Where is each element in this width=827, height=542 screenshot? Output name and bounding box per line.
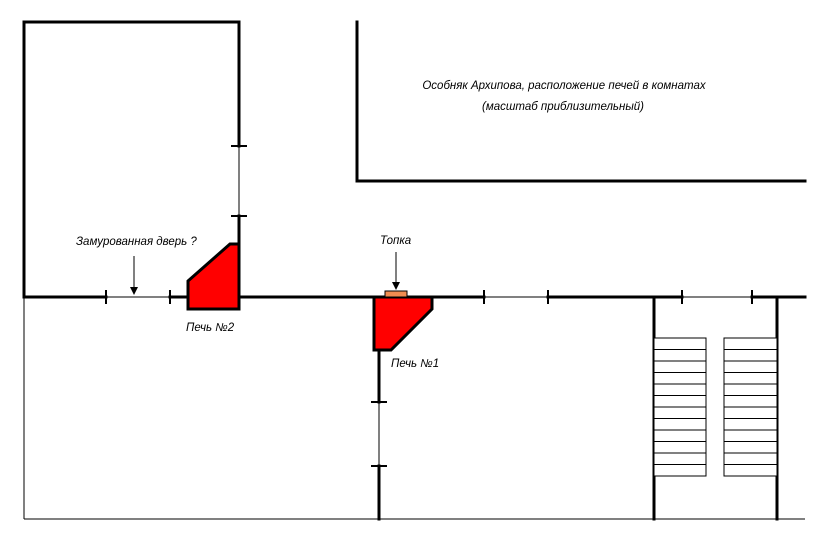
firebox xyxy=(384,290,408,298)
stove-1-label: Печь №1 xyxy=(391,358,439,370)
stair-step xyxy=(653,464,707,477)
firebox-arrow xyxy=(392,252,400,290)
stair-step xyxy=(653,383,707,396)
stair-step xyxy=(723,360,778,373)
stair-step xyxy=(723,418,778,431)
stair-step xyxy=(723,349,778,362)
diagram-title: Особняк Архипова, расположение печей в к… xyxy=(422,80,707,92)
stair-step xyxy=(723,452,778,465)
stair-step xyxy=(723,337,778,350)
stair-step xyxy=(723,395,778,408)
staircase-right xyxy=(723,337,778,477)
stair-step xyxy=(723,464,778,477)
upper-left-room xyxy=(22,20,247,299)
stove-1 xyxy=(372,295,434,352)
upper-right-room xyxy=(355,20,807,183)
stair-step xyxy=(653,395,707,408)
stair-step xyxy=(723,372,778,385)
diagram-subtitle: (масштаб приблизительный) xyxy=(482,101,644,113)
stair-step xyxy=(723,383,778,396)
stove-2 xyxy=(186,242,241,311)
firebox-label: Топка xyxy=(380,235,411,247)
bricked-door-arrow xyxy=(130,256,138,295)
staircase-left xyxy=(653,337,707,477)
stair-step xyxy=(653,429,707,442)
stair-step xyxy=(653,372,707,385)
stair-step xyxy=(653,406,707,419)
stove-2-label: Печь №2 xyxy=(186,322,235,334)
bricked-door-label: Замурованная дверь ? xyxy=(76,236,197,248)
stair-step xyxy=(653,349,707,362)
stair-step xyxy=(653,441,707,454)
stair-step xyxy=(723,441,778,454)
stair-step xyxy=(653,337,707,350)
stair-step xyxy=(653,360,707,373)
stair-step xyxy=(653,452,707,465)
stair-step xyxy=(723,406,778,419)
stair-step xyxy=(653,418,707,431)
stair-step xyxy=(723,429,778,442)
